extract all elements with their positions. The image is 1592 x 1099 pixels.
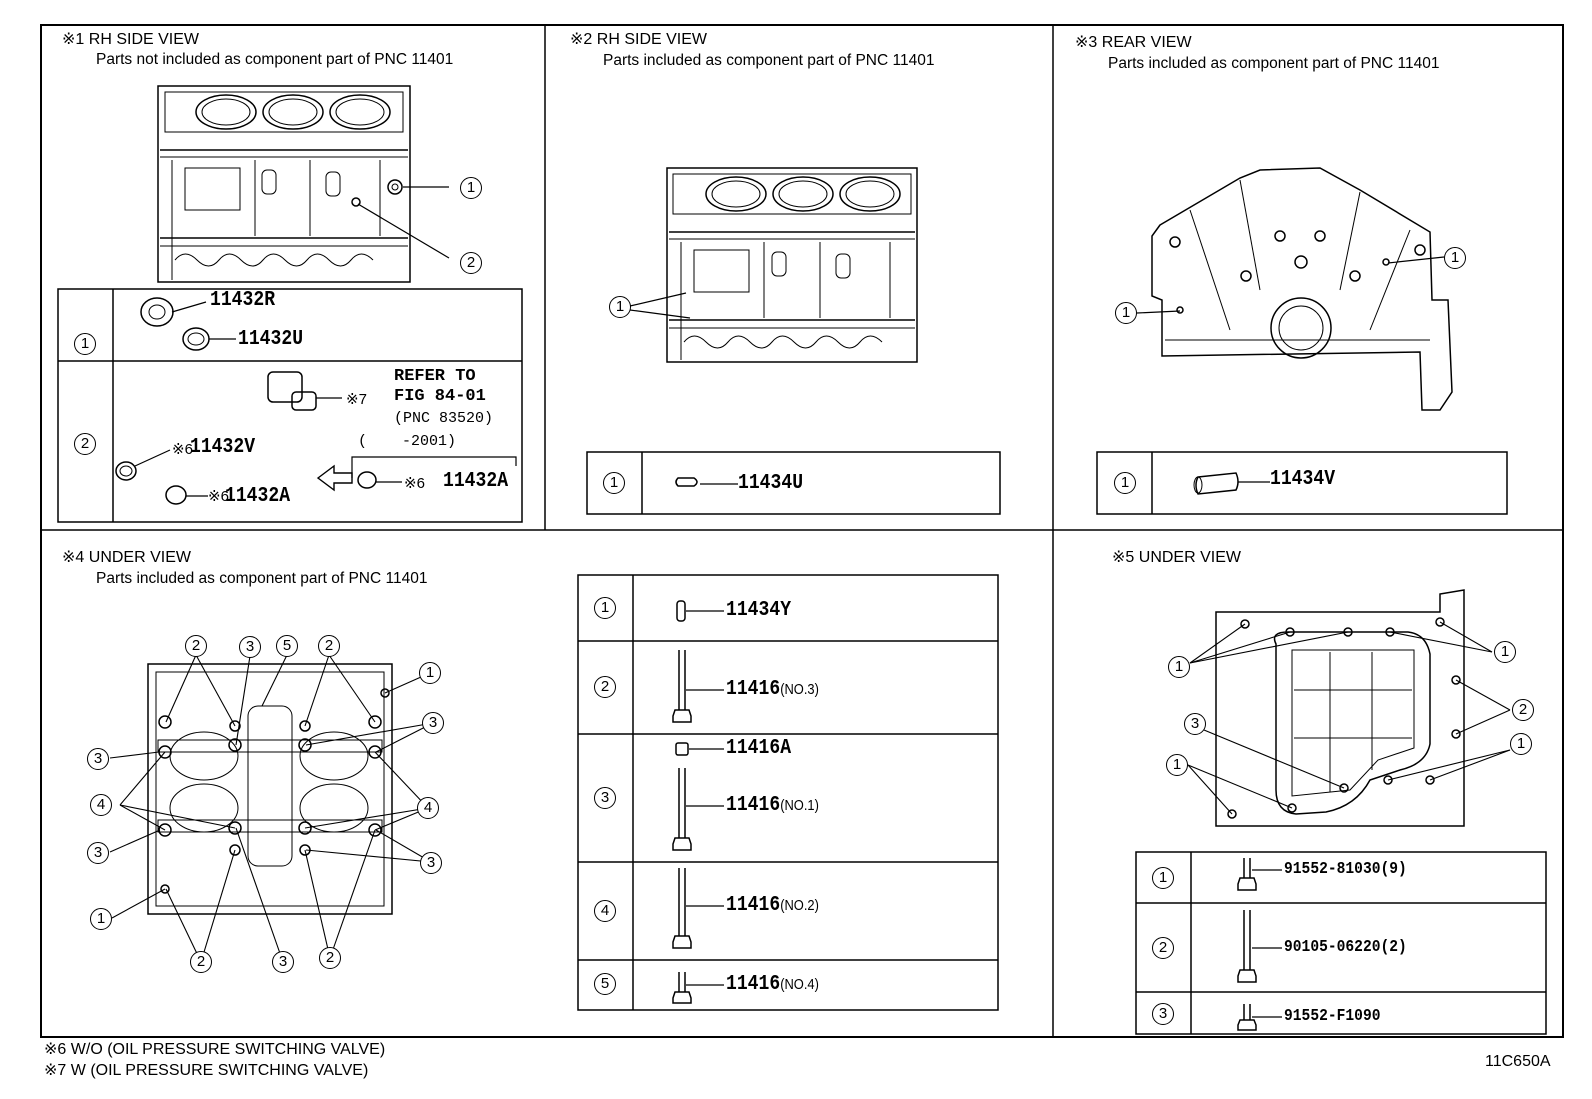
callout-3: 3	[420, 852, 442, 874]
part-number-11434Y: 11434Y	[726, 599, 792, 622]
footnote-6: ※6 W/O (OIL PRESSURE SWITCHING VALVE)	[44, 1041, 386, 1058]
part-number-91552-81030: 91552-81030(9)	[1284, 860, 1407, 879]
part-number-11416-no3: 11416(NO.3)	[726, 678, 819, 701]
panel2-title: ※2 RH SIDE VIEW	[570, 31, 707, 48]
legend-row-1-index: 1	[74, 333, 96, 355]
oil-pan-under-view	[1215, 589, 1465, 827]
callout-1: 1	[419, 662, 441, 684]
legend-row-3-index: 3	[1152, 1003, 1174, 1025]
panel2-note: Parts included as component part of PNC …	[603, 52, 935, 69]
part-number-11432U: 11432U	[238, 328, 304, 351]
legend-row-3-index: 3	[594, 787, 616, 809]
note-mark-6-c: ※6	[404, 475, 425, 492]
note-mark-6-a: ※6	[172, 441, 193, 458]
panel3-title: ※3 REAR VIEW	[1075, 34, 1192, 51]
callout-1: 1	[1168, 656, 1190, 678]
legend-row-1-index: 1	[1152, 867, 1174, 889]
callout-4: 4	[417, 797, 439, 819]
callout-1-left: 1	[1115, 302, 1137, 324]
callout-1: 1	[90, 908, 112, 930]
callout-2: 2	[1512, 699, 1534, 721]
callout-3: 3	[422, 712, 444, 734]
callout-4: 4	[90, 794, 112, 816]
callout-2: 2	[190, 951, 212, 973]
callout-1: 1	[1510, 733, 1532, 755]
block-under-view	[147, 663, 393, 915]
callout-5: 5	[276, 635, 298, 657]
part-number-11432A-left: 11432A	[225, 485, 291, 508]
refer-pnc: (PNC 83520)	[394, 410, 494, 427]
part-number-11434V: 11434V	[1270, 468, 1336, 491]
block-side-view-1	[157, 85, 411, 283]
range-end: -2001)	[402, 433, 457, 450]
legend-row-2-index: 2	[594, 676, 616, 698]
refer-figure: FIG 84-01	[394, 387, 486, 406]
part-number-11432A-right: 11432A	[443, 470, 509, 493]
block-side-view-2	[666, 167, 918, 363]
callout-3: 3	[87, 748, 109, 770]
legend-row-1-index: 1	[594, 597, 616, 619]
callout-1: 1	[1166, 754, 1188, 776]
part-number-11432R: 11432R	[210, 289, 276, 312]
callout-2: 2	[185, 635, 207, 657]
under-view-leaders	[109, 654, 434, 963]
part-number-90105-06220: 90105-06220(2)	[1284, 938, 1407, 957]
part-number-11416A: 11416A	[726, 737, 792, 760]
panel1-note: Parts not included as component part of …	[96, 51, 454, 68]
oil-pan-leaders	[1187, 621, 1511, 815]
callout-2: 2	[319, 947, 341, 969]
callout-3: 3	[1184, 713, 1206, 735]
part-number-91552-F1090: 91552-F1090	[1284, 1007, 1381, 1026]
callout-3: 3	[239, 636, 261, 658]
panel3-note: Parts included as component part of PNC …	[1108, 55, 1440, 72]
callout-1: 1	[460, 177, 482, 199]
callout-1-right: 1	[1444, 247, 1466, 269]
legend-row-4-index: 4	[594, 900, 616, 922]
part-number-11416-no2: 11416(NO.2)	[726, 894, 819, 917]
callout-2: 2	[318, 635, 340, 657]
legend-row-5-index: 5	[594, 973, 616, 995]
part-number-11416-no4: 11416(NO.4)	[726, 973, 819, 996]
legend-row-2-index: 2	[1152, 937, 1174, 959]
legend-row-1-index: 1	[1114, 472, 1136, 494]
legend-row-2-index: 2	[74, 433, 96, 455]
panel5-title: ※5 UNDER VIEW	[1112, 549, 1241, 566]
panel1-title: ※1 RH SIDE VIEW	[62, 31, 199, 48]
part-number-11416-no1: 11416(NO.1)	[726, 794, 819, 817]
callout-1: 1	[1494, 641, 1516, 663]
legend-row-1-index: 1	[603, 472, 625, 494]
part-number-11434U: 11434U	[738, 472, 804, 495]
note-mark-7: ※7	[346, 391, 367, 408]
callout-3: 3	[87, 842, 109, 864]
callout-1: 1	[609, 296, 631, 318]
refer-to-label: REFER TO	[394, 367, 476, 386]
outer-frame	[40, 24, 1564, 1038]
panel4-note: Parts included as component part of PNC …	[96, 570, 428, 587]
note-mark-6-b: ※6	[208, 488, 229, 505]
drawing-code: 11C650A	[1485, 1053, 1551, 1070]
callout-3: 3	[272, 951, 294, 973]
footnote-7: ※7 W (OIL PRESSURE SWITCHING VALVE)	[44, 1062, 369, 1079]
panel4-title: ※4 UNDER VIEW	[62, 549, 191, 566]
callout-2: 2	[460, 252, 482, 274]
block-rear-view	[1151, 167, 1453, 411]
part-number-11432V: 11432V	[190, 436, 256, 459]
range-open: (	[358, 433, 368, 450]
